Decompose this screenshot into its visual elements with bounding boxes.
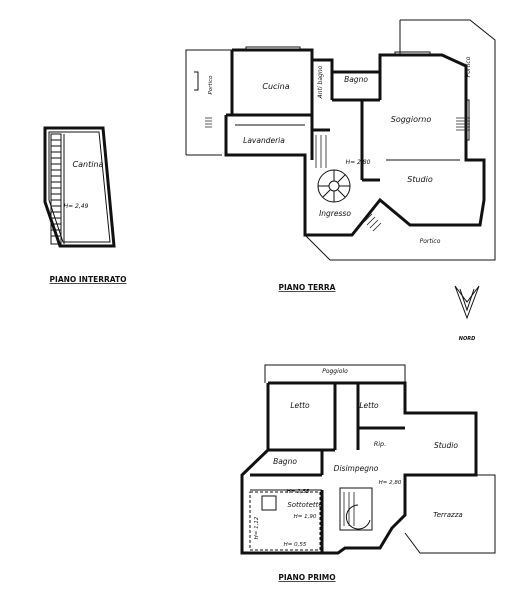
room-label-portico-left: Portico (208, 75, 214, 95)
room-label-letto-2: Letto (359, 401, 379, 410)
title-piano-interrato: PIANO INTERRATO (50, 275, 127, 284)
room-label-bagno-first: Bagno (273, 457, 297, 466)
room-label-bagno: Bagno (344, 75, 368, 84)
basement-outline (43, 126, 116, 248)
room-label-portico-bottom: Portico (420, 238, 441, 245)
height-label-055: H= 0,55 (284, 542, 307, 548)
ground-outline (224, 48, 486, 237)
room-label-portico-right: Portico (465, 56, 472, 77)
room-label-ripostiglio: Rip. (374, 440, 387, 448)
portico-right-outline (330, 19, 496, 261)
sottotetto-skylight (261, 495, 277, 511)
room-label-lavanderia: Lavanderia (243, 136, 285, 145)
room-label-sottotetto: Sottotetto (287, 501, 322, 509)
height-label-255: H= 2,55 (287, 489, 310, 495)
room-label-cantina: Cantina (73, 160, 104, 169)
ground-floor-plan: Portico Cucina Anti bagno Bagno Soggiorn… (185, 19, 496, 261)
north-label: NORD (459, 336, 475, 342)
first-floor-outline (240, 381, 478, 555)
room-label-terrazza: Terrazza (433, 511, 462, 519)
room-label-cucina: Cucina (262, 82, 289, 91)
height-label-basement: H= 2,49 (64, 203, 89, 210)
height-label-ground: H= 2,80 (346, 159, 371, 166)
title-piano-primo: PIANO PRIMO (278, 573, 335, 582)
portico-left-outline (185, 49, 240, 155)
height-label-112: H= 1,12 (254, 516, 260, 539)
height-label-280: H= 2,80 (379, 480, 402, 486)
basement-stair (50, 133, 65, 245)
room-label-soggiorno: Soggiorno (391, 115, 432, 124)
room-label-anti-bagno: Anti bagno (317, 65, 324, 99)
room-label-letto-1: Letto (290, 401, 310, 410)
room-label-poggiolo: Poggiolo (322, 368, 348, 375)
height-label-190: H= 1,90 (294, 514, 317, 520)
room-label-disimpegno: Disimpegno (334, 464, 379, 473)
basement-plan: Cantina H= 2,49 (43, 126, 116, 248)
room-label-studio-ground: Studio (407, 175, 433, 184)
terrazza-outline (404, 474, 496, 554)
room-label-studio-first: Studio (434, 441, 458, 450)
first-floor-plan: Poggiolo Letto Letto Rip. Studio Bagno D… (240, 364, 496, 555)
north-arrow-icon (454, 285, 480, 320)
first-spiral-stair (339, 487, 373, 531)
ground-external-steps (205, 117, 470, 232)
room-label-ingresso: Ingresso (319, 209, 351, 218)
ground-spiral-stair (315, 135, 351, 203)
poggiolo-outline (264, 364, 406, 383)
title-piano-terra: PIANO TERRA (279, 283, 336, 292)
